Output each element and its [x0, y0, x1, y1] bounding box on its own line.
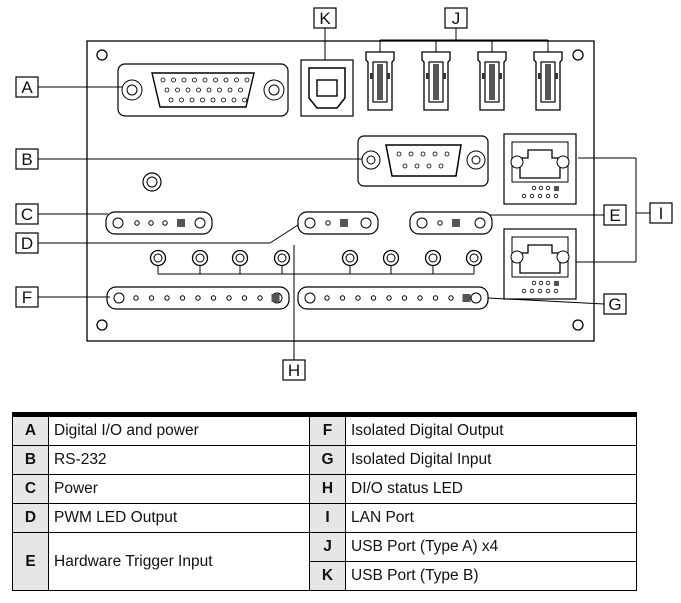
legend-desc: USB Port (Type B)	[345, 561, 637, 591]
usb-type-b-port	[300, 59, 354, 117]
status-led	[149, 249, 167, 274]
legend-desc: Hardware Trigger Input	[48, 532, 310, 591]
legend-key: J	[309, 532, 346, 562]
legend-row: K USB Port (Type B)	[13, 561, 637, 591]
callout-d: D	[21, 234, 33, 253]
callout-b: B	[21, 150, 32, 169]
usb-type-a-ports	[365, 51, 563, 111]
lan-port	[503, 228, 577, 300]
status-led	[382, 249, 400, 274]
usb-type-a-port	[477, 51, 507, 111]
usb-type-a-port	[533, 51, 563, 111]
legend-row: A Digital I/O and power F Isolated Digit…	[12, 414, 637, 446]
lan-port	[503, 133, 577, 205]
legend-desc: LAN Port	[345, 503, 637, 533]
mounting-holes	[96, 49, 584, 331]
legend-key: D	[12, 503, 49, 533]
status-led	[424, 249, 442, 274]
callout-labels: A B C D E F G H I J K	[21, 9, 664, 380]
legend-key: E	[12, 532, 49, 591]
legend-desc: RS-232	[48, 445, 310, 475]
legend-row: C Power H DI/O status LED	[12, 474, 637, 504]
callout-a: A	[21, 78, 33, 97]
legend-key: I	[309, 503, 346, 533]
legend-key: A	[12, 414, 49, 446]
legend-key: K	[309, 561, 346, 591]
hardware-trigger-terminal-block	[409, 211, 493, 235]
status-led	[231, 249, 249, 274]
legend-row: B RS-232 G Isolated Digital Input	[12, 445, 637, 475]
rs232-db9-connector	[357, 135, 489, 187]
legend-row: D PWM LED Output I LAN Port	[12, 503, 637, 533]
status-led	[465, 249, 483, 274]
legend-desc: Power	[48, 474, 310, 504]
legend-desc: Isolated Digital Input	[345, 445, 637, 475]
callout-e: E	[609, 206, 620, 225]
legend-key: B	[12, 445, 49, 475]
legend-key: F	[309, 414, 346, 446]
callout-i: I	[659, 204, 664, 223]
legend-desc: Digital I/O and power	[48, 414, 310, 446]
legend-table: A Digital I/O and power F Isolated Digit…	[12, 412, 637, 591]
callout-leader-lines	[38, 28, 650, 360]
callout-c: C	[21, 205, 33, 224]
usb-type-a-port	[365, 51, 395, 111]
legend-desc: DI/O status LED	[345, 474, 637, 504]
io-panel-diagram: A B C D E F G H I J K	[15, 7, 673, 381]
legend-desc: USB Port (Type A) x4	[345, 532, 637, 562]
callout-boxes	[15, 7, 673, 381]
isolated-digital-output-terminal	[106, 286, 290, 310]
legend-desc: PWM LED Output	[48, 503, 310, 533]
callout-h: H	[288, 361, 300, 380]
callout-g: G	[608, 295, 621, 314]
status-led	[273, 249, 291, 274]
callout-f: F	[22, 288, 32, 307]
digital-io-db26-connector	[117, 63, 289, 117]
callout-k: K	[319, 9, 331, 28]
power-terminal-block	[105, 211, 213, 235]
legend-row: E Hardware Trigger Input J USB Port (Typ…	[12, 532, 637, 591]
ground-screw	[142, 172, 162, 192]
status-led	[191, 249, 209, 274]
usb-type-a-port	[421, 51, 451, 111]
legend-desc: Isolated Digital Output	[345, 414, 637, 446]
status-led	[341, 249, 359, 274]
legend-key: H	[309, 474, 346, 504]
lan-ports	[503, 133, 577, 300]
legend-key: C	[12, 474, 49, 504]
callout-j: J	[452, 9, 461, 28]
isolated-digital-input-terminal	[297, 286, 489, 310]
legend-key: G	[309, 445, 346, 475]
dio-status-leds	[149, 249, 483, 274]
pwm-led-terminal-block	[297, 211, 379, 235]
